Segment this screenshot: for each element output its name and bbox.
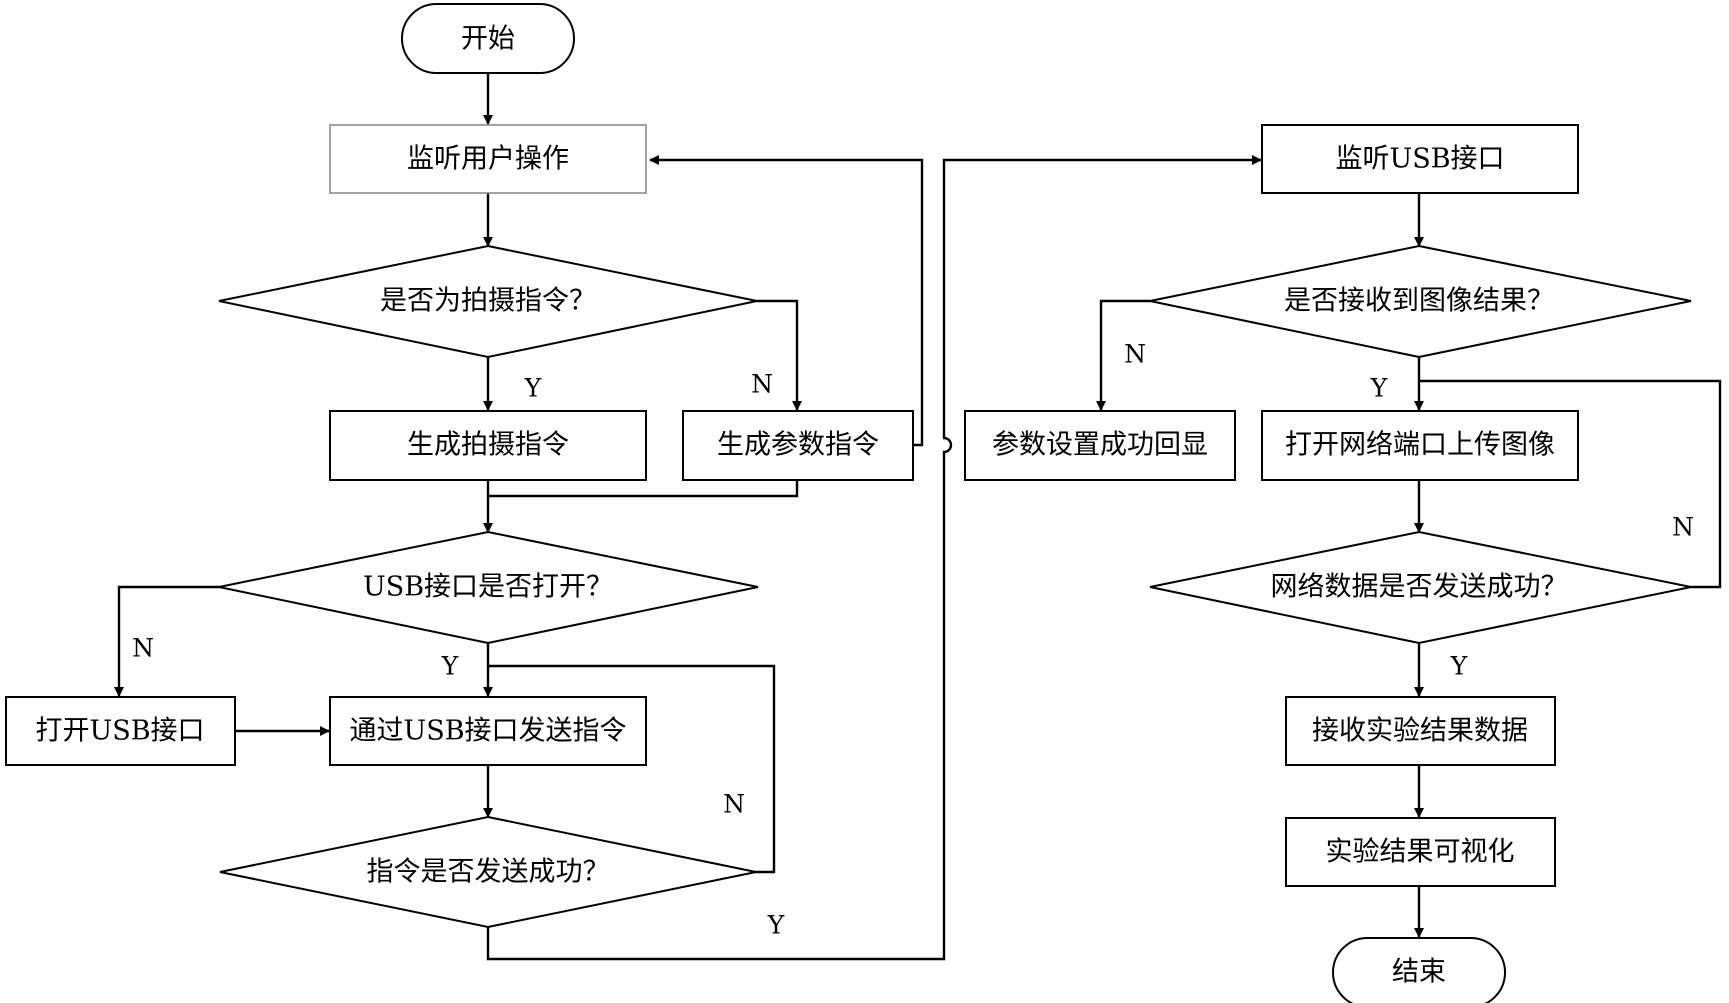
node-net-sent-text: 网络数据是否发送成功？ (1271, 572, 1568, 603)
node-start: 开始 (401, 3, 575, 74)
label-net-retry-no: N (1672, 513, 1694, 542)
node-gen-capture: 生成拍摄指令 (329, 410, 647, 481)
node-usb-open-decision: USB接口是否打开？ (218, 530, 759, 645)
node-end-text: 结束 (1392, 957, 1446, 988)
node-open-net: 打开网络端口上传图像 (1261, 410, 1579, 481)
node-image-recv-decision: 是否接收到图像结果？ (1149, 244, 1692, 359)
node-cmd-sent-decision: 指令是否发送成功？ (219, 815, 757, 929)
node-is-capture-decision: 是否为拍摄指令？ (218, 244, 758, 359)
node-open-net-text: 打开网络端口上传图像 (1285, 430, 1555, 461)
node-listen-usb-text: 监听USB接口 (1335, 144, 1504, 175)
node-net-sent-decision: 网络数据是否发送成功？ (1149, 530, 1692, 645)
node-send-cmd: 通过USB接口发送指令 (329, 696, 647, 766)
edge-gen-param-merge (488, 480, 799, 498)
connectors (114, 73, 1722, 961)
node-param-ok: 参数设置成功回显 (964, 410, 1236, 481)
node-listen-user: 监听用户操作 (329, 124, 647, 194)
node-listen-user-text: 监听用户操作 (407, 144, 569, 175)
branch-labels: Y N Y N N Y N Y N Y (132, 340, 1694, 940)
node-gen-param: 生成参数指令 (682, 410, 914, 481)
node-gen-capture-text: 生成拍摄指令 (407, 430, 569, 461)
label-usb-no: N (132, 634, 154, 663)
node-is-capture-text: 是否为拍摄指令？ (380, 286, 596, 317)
node-recv-data: 接收实验结果数据 (1285, 696, 1556, 766)
label-usb-yes: Y (441, 652, 459, 681)
label-image-yes: Y (1370, 374, 1388, 403)
label-cmd-retry-no: N (723, 790, 745, 819)
label-net-ok-yes: Y (1450, 652, 1468, 681)
node-usb-open-text: USB接口是否打开？ (363, 572, 613, 603)
edge-cmd-ok-listen-usb (486, 155, 1262, 961)
label-capture-yes: Y (524, 374, 542, 403)
node-end: 结束 (1332, 937, 1506, 1003)
edge-gen-param-listen (649, 155, 924, 447)
node-open-usb-text: 打开USB接口 (35, 716, 204, 747)
edge-net-retry (1419, 379, 1722, 589)
node-gen-param-text: 生成参数指令 (717, 430, 879, 461)
node-open-usb: 打开USB接口 (5, 696, 236, 766)
node-listen-usb: 监听USB接口 (1261, 124, 1579, 194)
edge-cmd-retry (488, 664, 776, 874)
edge-usb-no (114, 585, 220, 697)
node-visualize: 实验结果可视化 (1285, 817, 1556, 887)
label-capture-no: N (751, 370, 773, 399)
node-param-ok-text: 参数设置成功回显 (992, 430, 1208, 461)
node-visualize-text: 实验结果可视化 (1326, 837, 1515, 868)
node-start-text: 开始 (461, 24, 515, 55)
node-send-cmd-text: 通过USB接口发送指令 (349, 716, 626, 747)
edge-capture-no (757, 299, 802, 411)
label-image-no: N (1124, 340, 1146, 369)
node-cmd-sent-text: 指令是否发送成功？ (367, 857, 610, 888)
node-recv-data-text: 接收实验结果数据 (1312, 716, 1528, 747)
label-cmd-ok-yes: Y (767, 911, 785, 940)
node-image-recv-text: 是否接收到图像结果？ (1284, 286, 1554, 317)
edge-image-no (1096, 299, 1150, 411)
